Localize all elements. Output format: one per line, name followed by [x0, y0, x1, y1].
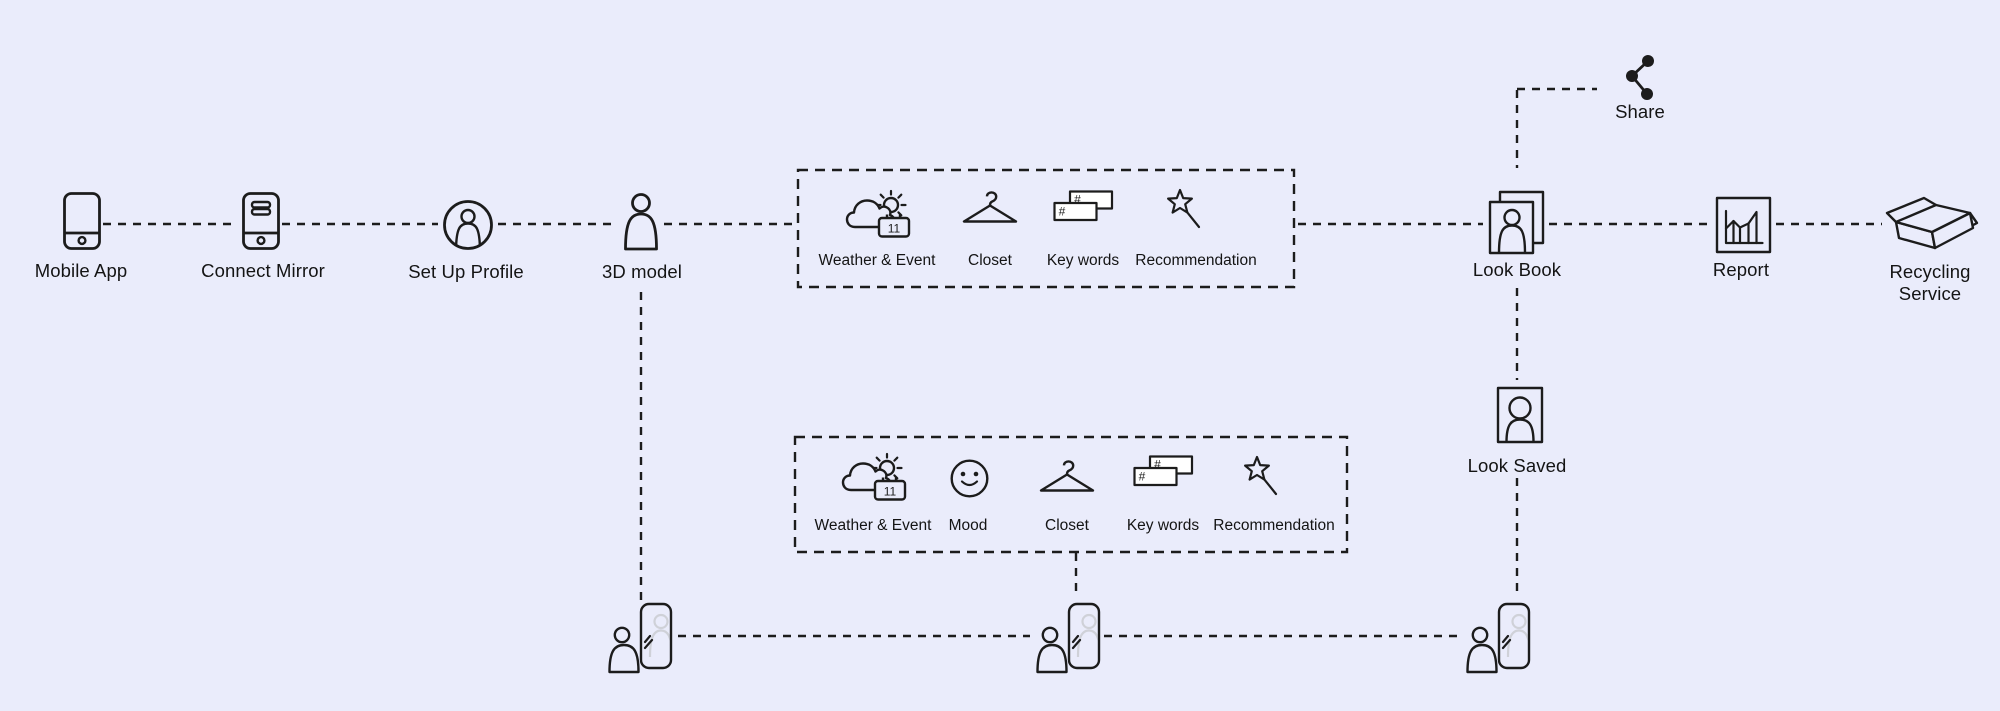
recycling-label-line2: Service — [1898, 283, 1962, 304]
scan-phone-icon — [242, 192, 280, 250]
context-item-label-recommendation: Recommendation — [1135, 252, 1257, 269]
hanger-icon — [1039, 460, 1095, 492]
context-box-top — [796, 168, 1296, 289]
context-item-label-mood: Mood — [948, 517, 988, 534]
keywords-icon — [1053, 190, 1114, 222]
smartphone-icon — [63, 192, 101, 250]
connector-lines — [103, 87, 1882, 638]
node-label-look-book: Look Book — [1472, 259, 1562, 280]
context-item-label-weather-event: Weather & Event — [818, 252, 936, 269]
lookbook-cards-icon — [1488, 190, 1545, 255]
magic-wand-icon — [1243, 455, 1278, 496]
mirror-station-icon — [610, 604, 673, 672]
hanger-icon — [962, 191, 1018, 223]
context-item-label-closet: Closet — [968, 252, 1012, 269]
profile-circle-icon — [443, 200, 493, 250]
context-item-label-recommendation: Recommendation — [1213, 517, 1335, 534]
context-item-label-key-words: Key words — [1126, 517, 1200, 534]
mirror-station-icon — [1038, 604, 1101, 672]
chart-report-icon — [1715, 196, 1772, 254]
node-label-3d-model: 3D model — [602, 261, 682, 282]
person-icon — [624, 193, 658, 251]
node-label-recycling-service: Recycling Service — [1889, 261, 1970, 305]
node-label-report: Report — [1712, 259, 1770, 280]
mirror-station-icon — [1468, 604, 1531, 672]
weather-event-icon — [845, 189, 911, 238]
keywords-icon — [1133, 455, 1194, 487]
node-label-set-up-profile: Set Up Profile — [408, 261, 524, 282]
saved-card-icon — [1496, 386, 1544, 444]
node-label-mobile-app: Mobile App — [34, 260, 128, 281]
node-label-connect-mirror: Connect Mirror — [201, 260, 325, 281]
context-item-label-closet: Closet — [1045, 517, 1089, 534]
share-icon — [1626, 55, 1654, 100]
open-box-icon — [1885, 196, 1979, 250]
node-label-share: Share — [1615, 101, 1665, 122]
weather-event-icon — [841, 452, 907, 501]
recycling-label-line1: Recycling — [1889, 261, 1971, 282]
context-box-bottom — [793, 435, 1349, 554]
mood-icon — [950, 459, 989, 498]
node-label-look-saved: Look Saved — [1467, 455, 1567, 476]
context-item-label-key-words: Key words — [1046, 252, 1120, 269]
context-item-label-weather-event: Weather & Event — [814, 517, 932, 534]
magic-wand-icon — [1166, 188, 1201, 229]
